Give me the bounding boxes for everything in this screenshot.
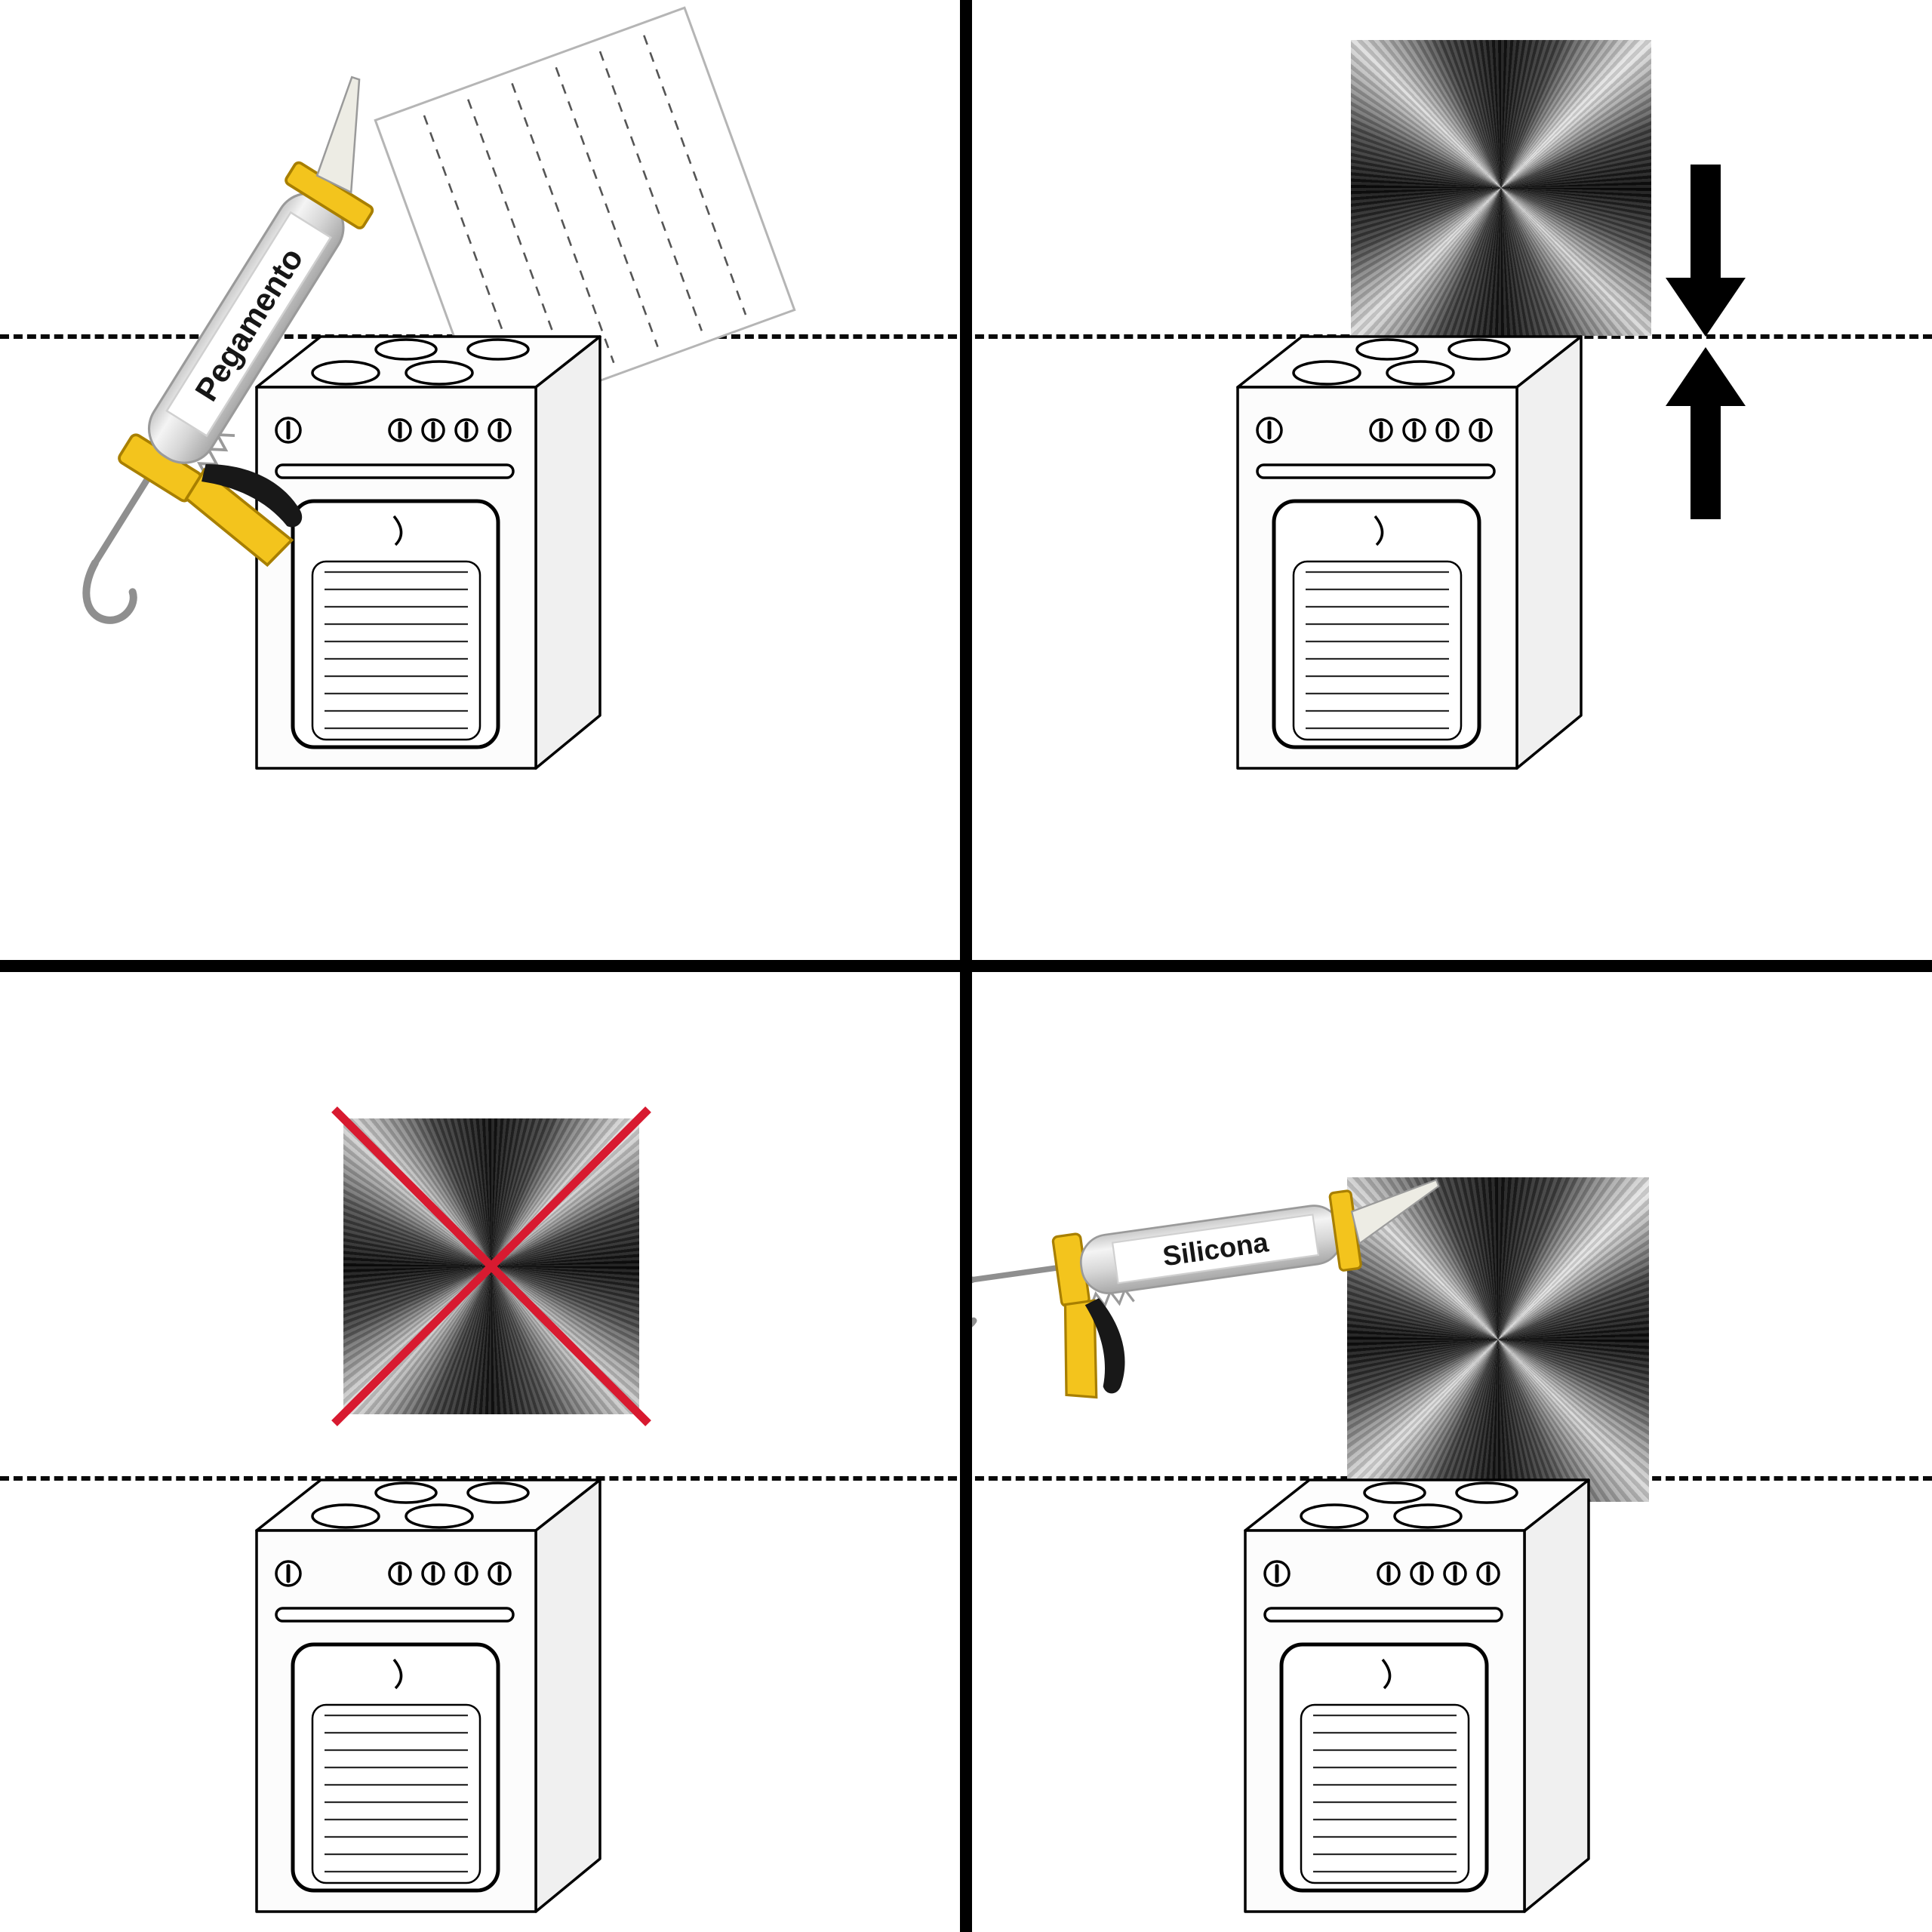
panel-back-with-glue-lines: [374, 6, 796, 424]
stove-bottom-right: [1238, 1459, 1660, 1927]
caulk-gun-body: [36, 75, 518, 682]
arrow-up-icon: [1666, 347, 1746, 519]
metal-panel-installed: [1347, 1177, 1649, 1502]
caulk-gun-silicone: Silicona: [972, 1011, 1518, 1434]
grid-divider-horizontal: [0, 960, 1932, 972]
caulk-gun-adhesive: Pegamento: [0, 0, 679, 755]
stove-top-right: [1230, 315, 1653, 783]
metal-panel-positioned: [1351, 40, 1651, 336]
stove-bottom-left: [249, 1459, 672, 1927]
press-arrows: [1666, 165, 1746, 519]
caulk-gun-body: [972, 1178, 1461, 1417]
red-cross-icon: [331, 1106, 651, 1426]
glue-bead-lines: [423, 35, 747, 395]
arrow-down-icon: [1666, 165, 1746, 337]
